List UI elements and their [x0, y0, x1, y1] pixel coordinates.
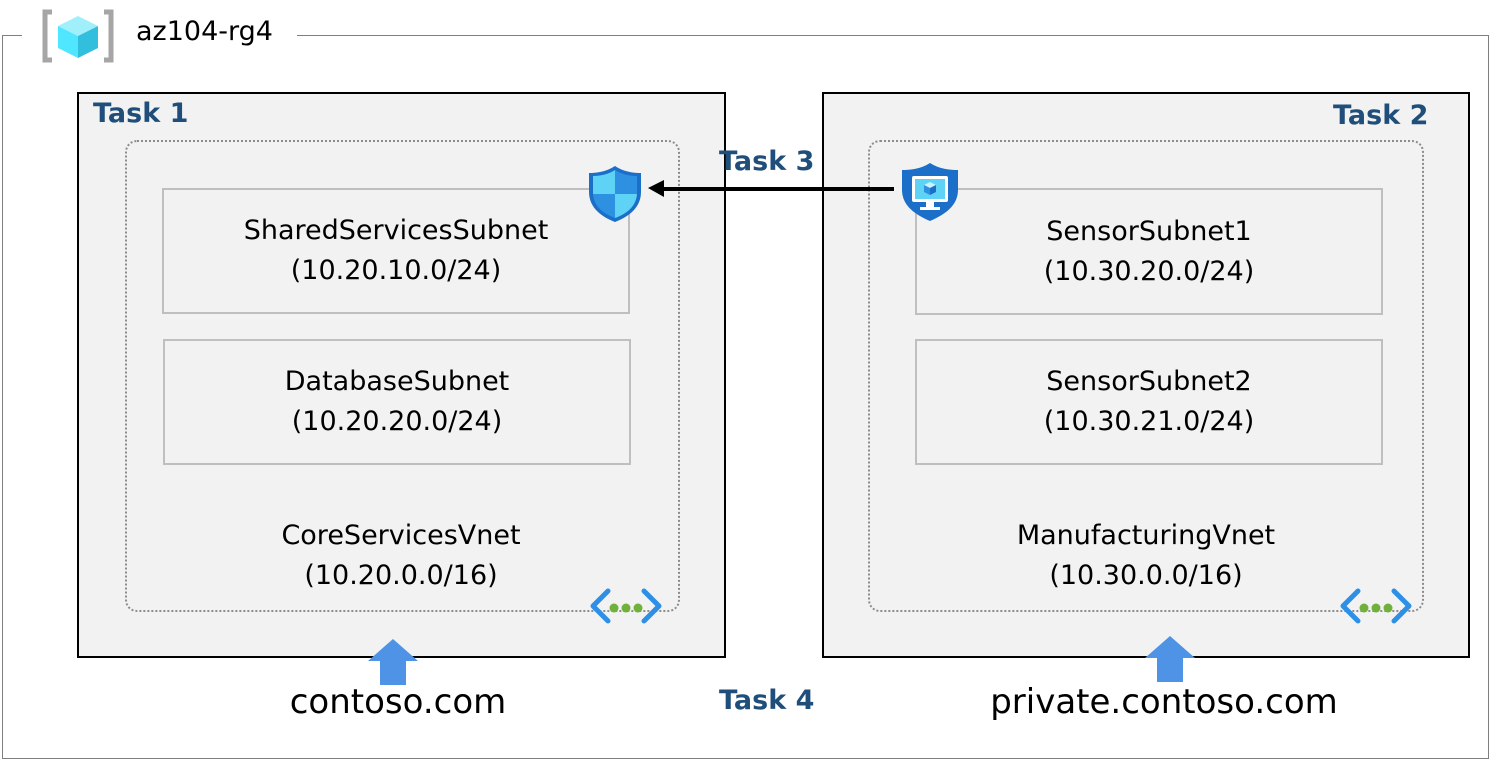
subnet-name: SharedServicesSubnet: [243, 215, 549, 246]
up-arrow-icon: [1145, 636, 1195, 682]
subnet-cidr: (10.30.20.0/24): [1043, 255, 1255, 287]
vnet-name: CoreServicesVnet: [281, 520, 521, 551]
sensor-subnet2: SensorSubnet2 (10.30.21.0/24): [915, 339, 1383, 465]
task2-label: Task 2: [1333, 100, 1429, 131]
resource-group-icon: [42, 9, 114, 63]
subnet-cidr: (10.20.10.0/24): [290, 255, 502, 286]
core-vnet-label: CoreServicesVnet (10.20.0.0/16): [201, 516, 601, 596]
core-vnet-boundary: [125, 140, 680, 612]
resource-group-name: az104-rg4: [136, 16, 273, 47]
up-arrow-icon: [368, 639, 418, 685]
subnet-name: DatabaseSubnet: [284, 366, 510, 397]
vnet-cidr: (10.20.0.0/16): [304, 560, 498, 591]
virtual-network-icon: [1340, 588, 1412, 624]
subnet-cidr: (10.20.20.0/24): [291, 406, 503, 437]
vnet-cidr: (10.30.0.0/16): [1049, 560, 1243, 591]
shared-services-subnet: SharedServicesSubnet (10.20.10.0/24): [162, 188, 630, 314]
subnet-cidr: (10.30.21.0/24): [1043, 406, 1255, 437]
subnet-name: SensorSubnet1: [1046, 215, 1252, 247]
application-security-group-icon: [902, 163, 958, 221]
manufacturing-vnet-label: ManufacturingVnet (10.30.0.0/16): [946, 516, 1346, 596]
task3-arrow: [648, 180, 894, 197]
vnet-name: ManufacturingVnet: [1016, 520, 1276, 551]
manufacturing-dns-zone: private.contoso.com: [990, 682, 1338, 722]
core-dns-zone: contoso.com: [289, 682, 507, 722]
task3-label: Task 3: [719, 146, 815, 177]
manufacturing-vnet-boundary: [868, 140, 1424, 612]
task4-label: Task 4: [719, 685, 815, 716]
database-subnet: DatabaseSubnet (10.20.20.0/24): [163, 339, 631, 465]
resource-group-frame: [2, 35, 1489, 759]
resource-group-frame-left: [2, 35, 22, 759]
sensor-subnet1: SensorSubnet1 (10.30.20.0/24): [915, 188, 1383, 315]
virtual-network-icon: [590, 588, 662, 624]
network-security-group-icon: [589, 166, 641, 222]
subnet-name: SensorSubnet2: [1046, 366, 1252, 397]
task1-label: Task 1: [93, 98, 189, 129]
